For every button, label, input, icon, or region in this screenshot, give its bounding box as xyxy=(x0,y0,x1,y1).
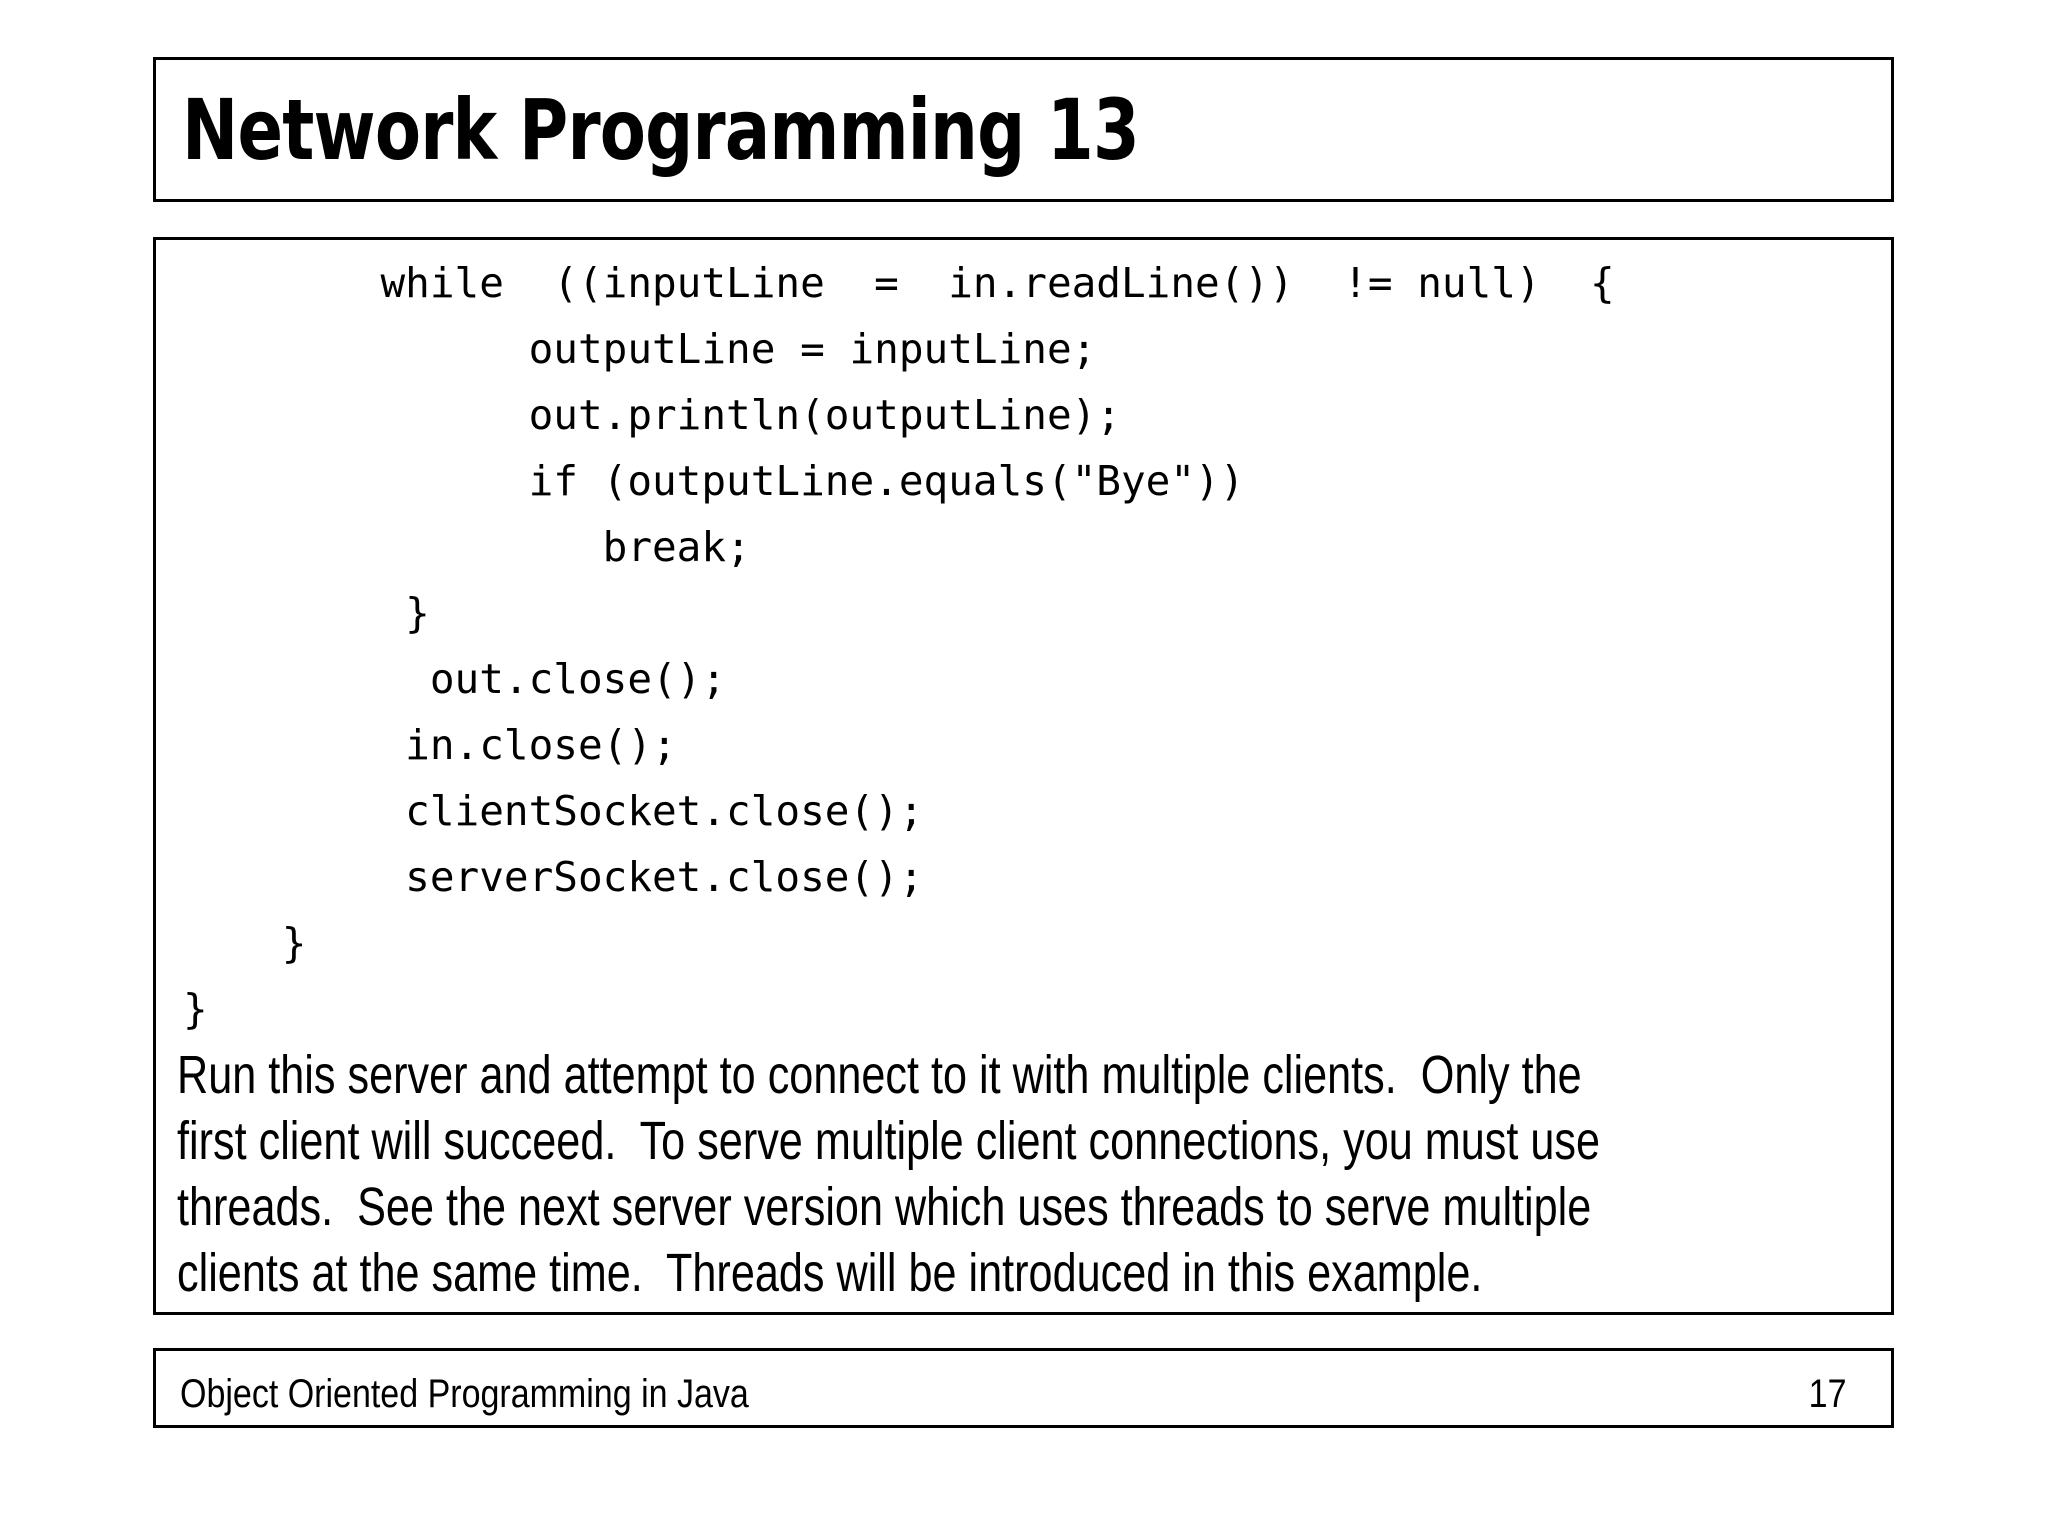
code-line: serverSocket.close(); xyxy=(183,853,924,901)
footer-page-number: 17 xyxy=(1808,1371,1846,1416)
body-paragraph: Run this server and attempt to connect t… xyxy=(177,1042,1891,1306)
code-line: out.println(outputLine); xyxy=(183,391,1121,439)
code-line: clientSocket.close(); xyxy=(183,787,924,835)
paragraph-line: first client will succeed. To serve mult… xyxy=(177,1111,1601,1171)
footer-course-title: Object Oriented Programming in Java xyxy=(180,1371,749,1416)
code-line: } xyxy=(183,919,307,967)
footer-box: Object Oriented Programming in Java 17 xyxy=(153,1348,1894,1428)
code-line: while ((inputLine = in.readLine()) != nu… xyxy=(183,259,1615,307)
code-line: out.close(); xyxy=(183,655,727,703)
code-line: in.close(); xyxy=(183,721,677,769)
code-line: if (outputLine.equals("Bye")) xyxy=(183,457,1245,505)
code-line: outputLine = inputLine; xyxy=(183,325,1097,373)
paragraph-line: threads. See the next server version whi… xyxy=(177,1177,1592,1237)
code-line: } xyxy=(183,589,430,637)
paragraph-line: clients at the same time. Threads will b… xyxy=(177,1243,1483,1303)
code-block: while ((inputLine = in.readLine()) != nu… xyxy=(183,250,1891,1042)
title-box: Network Programming 13 xyxy=(153,57,1894,202)
page-title: Network Programming 13 xyxy=(182,80,1140,179)
content-box: while ((inputLine = in.readLine()) != nu… xyxy=(153,237,1894,1315)
paragraph-line: Run this server and attempt to connect t… xyxy=(177,1045,1582,1105)
code-line: } xyxy=(183,985,208,1033)
code-line: break; xyxy=(183,523,751,571)
